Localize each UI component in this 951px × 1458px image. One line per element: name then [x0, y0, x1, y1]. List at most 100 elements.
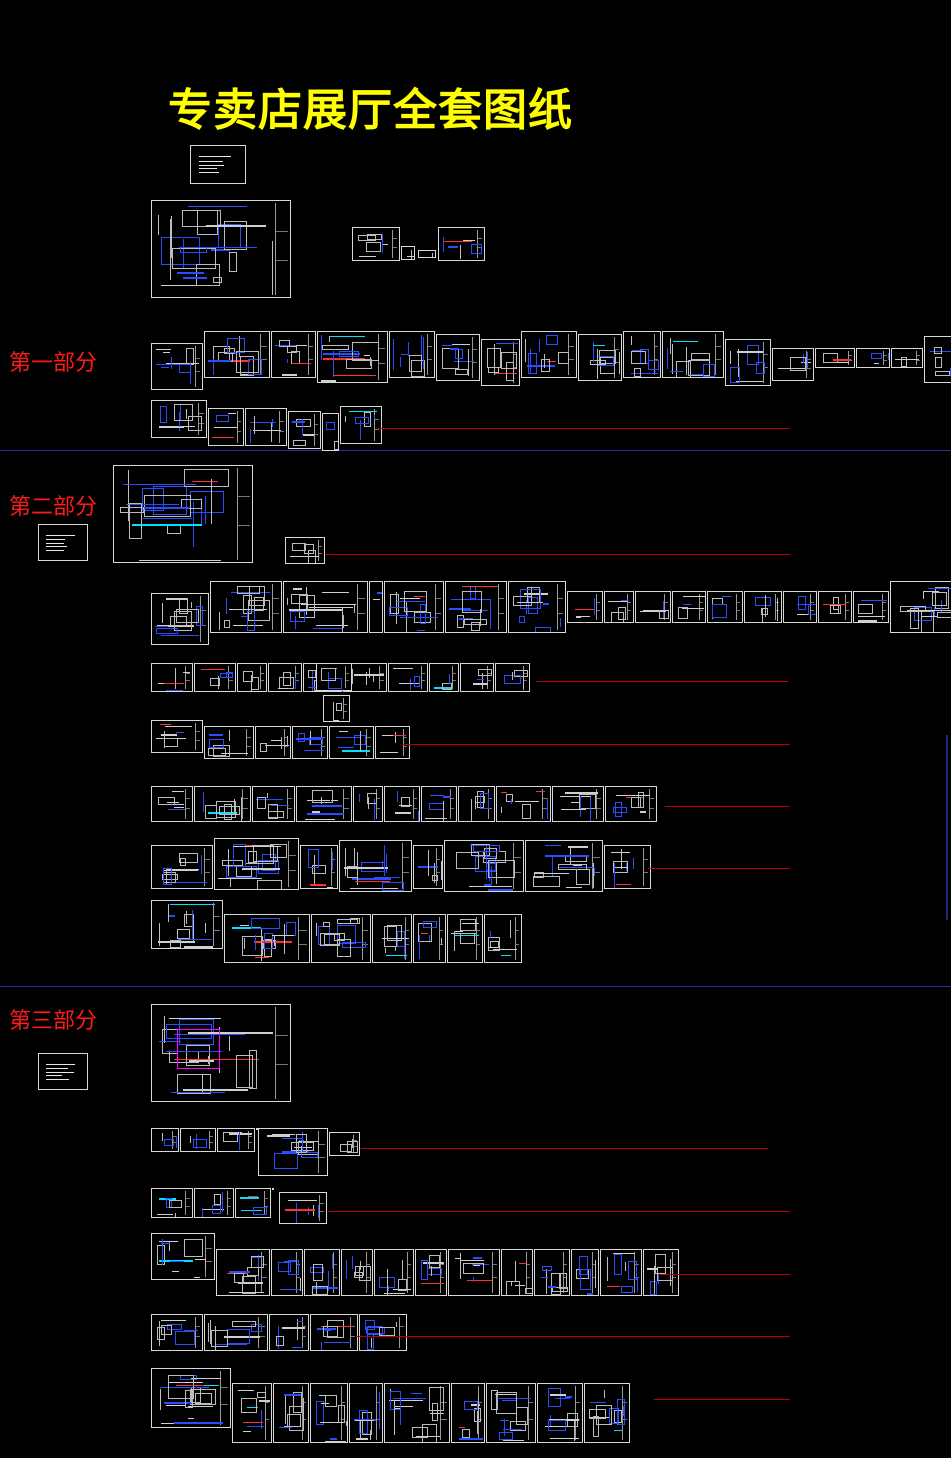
part2-row3-sheet-2[interactable] [204, 726, 254, 759]
part1-row1-sheet-12[interactable] [725, 339, 771, 386]
part2-row6-sheet-3[interactable] [311, 914, 371, 963]
part3-row3-sheet-3[interactable] [271, 1249, 303, 1296]
part2-row4-sheet-3[interactable] [252, 786, 295, 822]
part3-row4-sheet-5[interactable] [359, 1314, 407, 1351]
part1-row1-sheet-16[interactable] [891, 348, 923, 368]
part1-row1-sheet-5[interactable] [389, 331, 435, 378]
part3-row5-sheet-3[interactable] [273, 1383, 309, 1443]
part3-row3-sheet-4[interactable] [304, 1249, 340, 1296]
part2-row2-sheet-1[interactable] [151, 663, 193, 692]
part1-row1-sheet-2[interactable] [204, 331, 270, 378]
part3-row1-sheet-1[interactable] [151, 1128, 179, 1152]
part2-row1-sheet-5[interactable] [384, 581, 444, 633]
part3-row5-sheet-4[interactable] [310, 1383, 348, 1443]
part3-row1-small[interactable] [329, 1132, 360, 1156]
part2-row3-sheet-6[interactable] [375, 726, 410, 759]
part2-row1-sheet-4[interactable] [369, 581, 383, 633]
part2-row6-sheet-5[interactable] [413, 914, 446, 963]
part3-row3-sheet-13[interactable] [643, 1249, 679, 1296]
part3-row5-sheet-8[interactable] [486, 1383, 536, 1443]
part2-row2-sheet-10[interactable] [495, 663, 530, 692]
part3-row4-sheet-3[interactable] [269, 1314, 309, 1351]
cover-sheet-main[interactable] [190, 145, 246, 184]
part2-row6-sheet-7[interactable] [484, 914, 522, 963]
part1-row2-sheet-5[interactable] [322, 413, 339, 451]
part1-row1-sheet-13[interactable] [772, 348, 814, 381]
part3-row5-sheet-7[interactable] [451, 1383, 485, 1443]
part1-row2-sheet-4[interactable] [288, 411, 321, 449]
part2-row4-sheet-6[interactable] [384, 786, 420, 822]
part2-row6-sheet-6[interactable] [447, 914, 483, 963]
part2-row5-sheet-5[interactable] [413, 845, 443, 889]
part2-row5-sheet-7[interactable] [525, 840, 603, 892]
part2-row1-sheet-11[interactable] [672, 591, 706, 623]
part2-row6-sheet-1[interactable] [151, 900, 223, 949]
part2-row5-sheet-2[interactable] [214, 838, 299, 890]
part2-row1-sheet-9[interactable] [604, 591, 634, 623]
part1-row2-sheet-6[interactable] [340, 406, 382, 444]
part1-row1-sheet-8[interactable] [521, 331, 577, 378]
part3-row5-sheet-1[interactable] [151, 1368, 231, 1428]
part2-row4-sheet-8[interactable] [458, 786, 495, 822]
part2-row4-sheet-5[interactable] [353, 786, 383, 822]
part2-row4-sheet-9[interactable] [496, 786, 551, 822]
part3-row2-b[interactable] [279, 1192, 327, 1224]
part2-row1-sheet-17[interactable] [890, 581, 951, 633]
part3-row5-sheet-9[interactable] [537, 1383, 583, 1443]
part1-row1-sheet-14[interactable] [815, 348, 855, 368]
part1-row1-sheet-17[interactable] [924, 336, 951, 383]
part2-row2-sheet-9[interactable] [460, 663, 494, 692]
part3-row1-large[interactable] [258, 1128, 328, 1176]
part3-row3-sheet-10[interactable] [534, 1249, 570, 1296]
part2-row2-highlight[interactable] [316, 663, 352, 691]
part3-row2-sheet-3[interactable] [235, 1188, 271, 1218]
part1-row1-sheet-6[interactable] [436, 334, 480, 381]
part2-row2-sheet-7[interactable] [388, 663, 428, 692]
part1-row1-sheet-10[interactable] [623, 331, 661, 378]
part3-row3-sheet-2[interactable] [216, 1249, 270, 1296]
part2-row4-sheet-4[interactable] [296, 786, 352, 822]
part2-row4-sheet-11[interactable] [605, 786, 657, 822]
part2-row4-sheet-2[interactable] [194, 786, 251, 822]
part2-row6-sheet-2[interactable] [224, 914, 310, 963]
part3-row4-sheet-2[interactable] [204, 1314, 268, 1351]
part2-row1-sheet-10[interactable] [635, 591, 671, 623]
part1-row1-sheet-7[interactable] [481, 339, 520, 386]
part2-row1-sheet-1[interactable] [151, 593, 209, 645]
part3-row5-sheet-5[interactable] [349, 1383, 383, 1443]
part2-row2-sheet-2[interactable] [194, 663, 236, 692]
part3-row3-sheet-9[interactable] [501, 1249, 533, 1296]
part3-row5-sheet-6[interactable] [384, 1383, 450, 1443]
part3-row3-sheet-6[interactable] [374, 1249, 414, 1296]
part1-row1-sheet-9[interactable] [578, 334, 622, 381]
part1-row2-sheet-3[interactable] [245, 408, 287, 446]
part2-row5-sheet-4[interactable] [339, 840, 412, 892]
part2-row1-sheet-13[interactable] [744, 591, 782, 623]
part2-row1-sheet-2[interactable] [210, 581, 282, 633]
part2-row1-sheet-6[interactable] [445, 581, 507, 633]
part2-row3-sheet-1[interactable] [151, 720, 203, 753]
part2-row3-sheet-5[interactable] [329, 726, 374, 759]
part2-row2-sheet-3[interactable] [237, 663, 267, 692]
part2-row1-sheet-8[interactable] [567, 591, 603, 623]
cover-sheet-part3[interactable] [38, 1053, 88, 1090]
part1-detail-b[interactable] [401, 246, 415, 260]
part2-row4-sheet-10[interactable] [552, 786, 604, 822]
part1-detail-d[interactable] [438, 227, 485, 261]
part1-row1-sheet-11[interactable] [662, 331, 724, 378]
part1-detail-a[interactable] [352, 227, 400, 261]
part3-row3-sheet-5[interactable] [341, 1249, 373, 1296]
part1-row1-sheet-4[interactable] [317, 331, 388, 383]
part3-row3-sheet-12[interactable] [600, 1249, 642, 1296]
part2-row5-sheet-3[interactable] [300, 845, 338, 889]
part1-row1-sheet-3[interactable] [271, 331, 316, 378]
part2-row1-sheet-14[interactable] [783, 591, 817, 623]
part2-row4-sheet-7[interactable] [421, 786, 457, 822]
part3-floor-plan[interactable] [151, 1004, 291, 1102]
part3-row3-sheet-8[interactable] [448, 1249, 500, 1296]
part2-row1-sheet-12[interactable] [707, 591, 743, 623]
part1-row2-sheet-2[interactable] [208, 408, 244, 446]
part1-row1-sheet-1[interactable] [151, 343, 203, 390]
part3-row3-sheet-1[interactable] [151, 1233, 215, 1280]
part3-row1-sheet-3[interactable] [217, 1128, 255, 1152]
